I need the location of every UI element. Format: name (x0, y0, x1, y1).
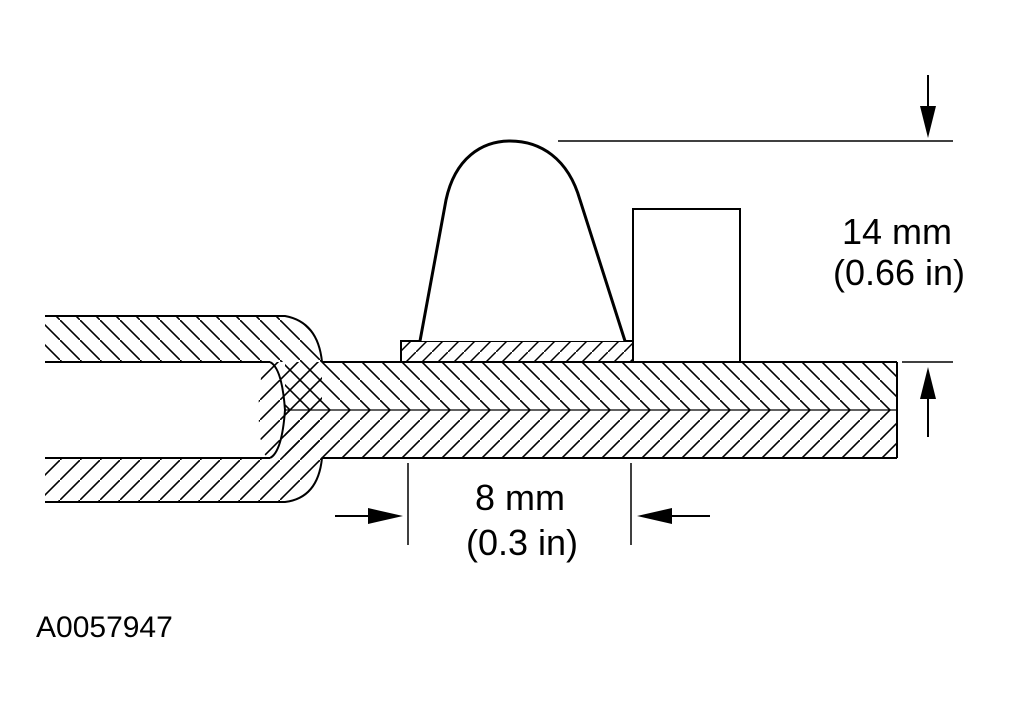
width-dimension-lines (407, 463, 632, 545)
arrow-up-icon (920, 367, 936, 437)
adjacent-block (632, 208, 741, 363)
weld-base-plate (400, 340, 634, 363)
upper-flange (45, 315, 323, 363)
height-imperial-label: (0.66 in) (833, 252, 965, 293)
lower-flange (45, 457, 323, 503)
arrow-right-icon (335, 508, 403, 524)
arrow-down-icon (920, 75, 936, 138)
main-sheet-upper (285, 362, 897, 410)
reference-code: A0057947 (36, 611, 173, 644)
height-dimension-lines (558, 140, 953, 363)
stud-dome (418, 139, 627, 342)
main-sheet-lower (285, 410, 897, 458)
arrow-left-icon (637, 508, 710, 524)
height-metric-label: 14 mm (842, 211, 952, 252)
width-metric-label: 8 mm (475, 477, 565, 518)
width-imperial-label: (0.3 in) (466, 522, 578, 563)
